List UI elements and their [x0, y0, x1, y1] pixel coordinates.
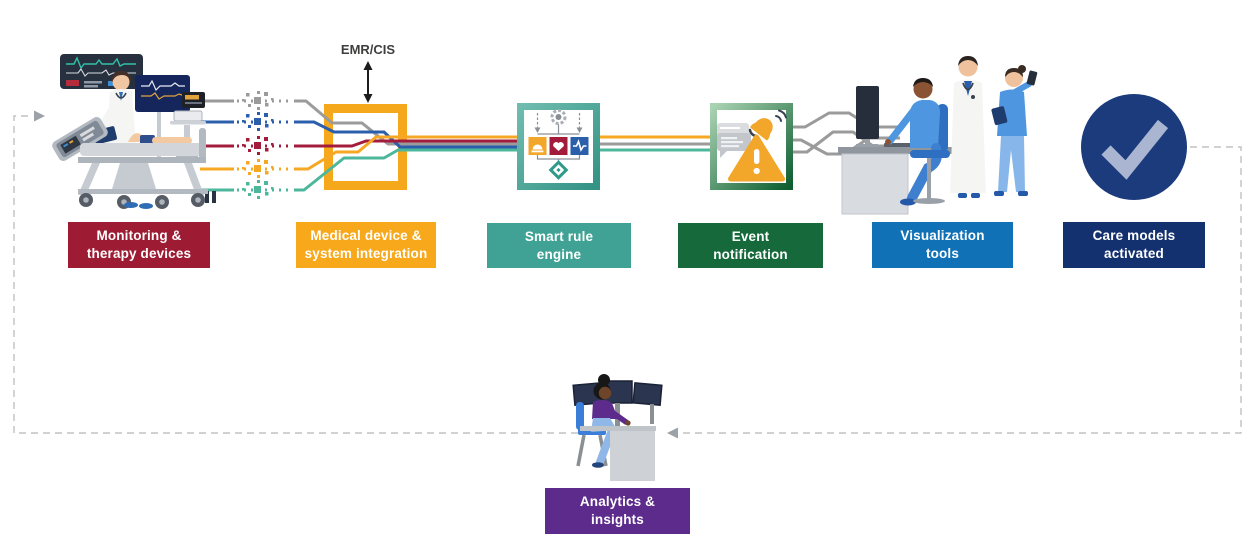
stage-label-analytics-insights: Analytics & insights: [545, 488, 690, 534]
stage-label-care-models-activated: Care models activated: [1063, 222, 1205, 268]
device-stream-lines: [200, 99, 517, 192]
phone-icon: [1026, 70, 1038, 86]
stage-label-event-notification: Event notification: [678, 223, 823, 268]
flow-arrow-right-icon: [34, 110, 45, 122]
stage-label-smart-rule-engine: Smart rule engine: [487, 223, 631, 268]
care-check-icon: [1081, 94, 1187, 200]
heart-square-icon: [549, 137, 568, 155]
speech-bubbles-icon: [717, 123, 751, 158]
monitoring-illustration: [52, 54, 208, 209]
flow-arrow-left-icon: [667, 427, 678, 439]
stage-label-visualization-tools: Visualization tools: [872, 222, 1013, 268]
visualization-illustration: [838, 56, 1038, 215]
alarm-square-icon: [528, 137, 547, 155]
clipboard-icon: [991, 106, 1008, 126]
feedback-loop-dashed-path: [13, 115, 1242, 434]
smart-rule-engine-icon: [517, 103, 600, 190]
event-notification-icon: [710, 103, 793, 190]
stage-label-medical-device-system-integration: Medical device & system integration: [296, 222, 436, 268]
gear-icon: [550, 109, 567, 125]
infusion-screen-icon: [182, 92, 205, 108]
checkmark-icon: [1101, 119, 1169, 180]
nurse-figure: [991, 65, 1038, 196]
desktop-monitor-icon: [856, 86, 879, 139]
emr-cis-label: EMR/CIS: [340, 42, 396, 57]
hospital-bed: [52, 117, 208, 209]
analytics-desk: [580, 426, 656, 481]
bedside-monitor-icon: [135, 75, 190, 112]
analytics-illustration: [572, 374, 663, 481]
power-plug-icon: [205, 191, 216, 203]
stage-label-monitoring-therapy-devices: Monitoring & therapy devices: [68, 222, 210, 268]
emr-cis-arrow-icon: [363, 61, 373, 103]
warning-triangle-icon: [728, 134, 785, 182]
vitals-monitor-icon: [60, 54, 143, 89]
rule-engine-output-lines: [600, 135, 710, 152]
seated-clinician-figure: [885, 78, 950, 206]
doctor-figure: [950, 56, 986, 198]
down-arrows-icon: [534, 113, 583, 135]
alert-bell-icon: [750, 109, 787, 141]
data-packet-clusters: [242, 91, 274, 199]
pulse-square-icon: [570, 137, 589, 155]
